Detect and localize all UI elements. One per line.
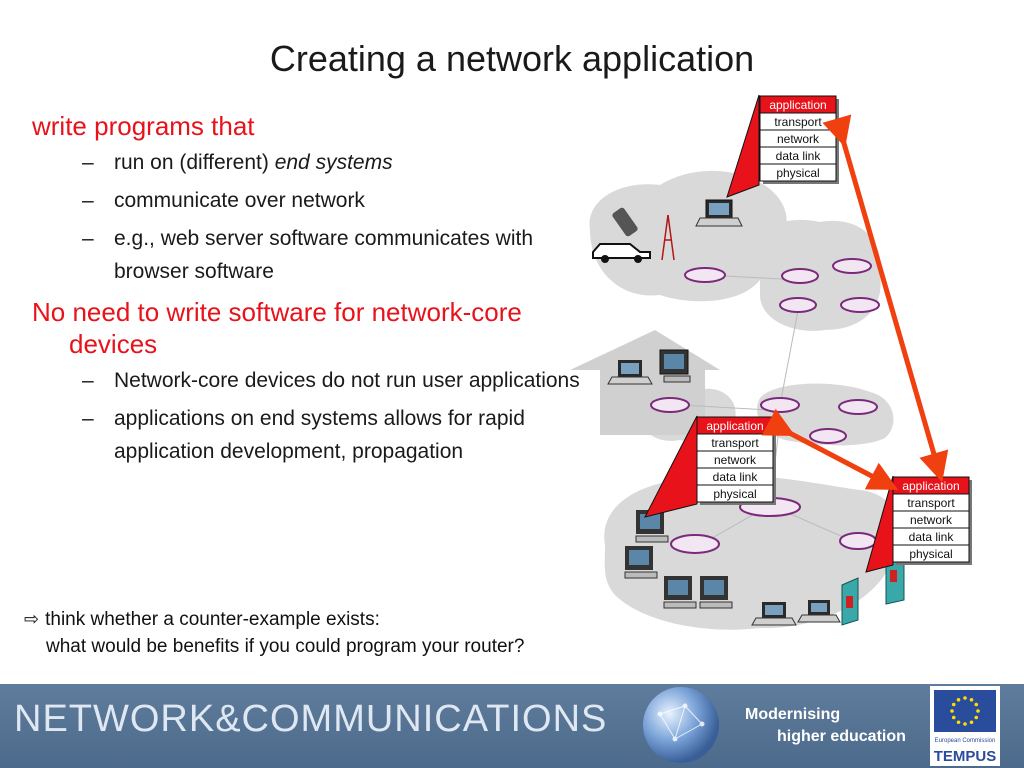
communication-arrow xyxy=(761,408,899,490)
stack-layer-label: transport xyxy=(711,436,759,450)
note-line-1: think whether a counter-example exists: xyxy=(45,609,380,630)
desktop-computer-icon xyxy=(635,510,669,543)
tagline-line-1: Modernising xyxy=(745,706,841,723)
stack-layer-label: data link xyxy=(909,530,955,544)
stack-layer-label: transport xyxy=(907,496,955,510)
eu-star xyxy=(951,715,956,720)
stack-layer-label: application xyxy=(706,419,763,433)
stack-layer-label: application xyxy=(902,479,959,493)
stack-layer-label: data link xyxy=(713,470,759,484)
dash-marker: – xyxy=(82,369,94,392)
cloud-isp-network xyxy=(758,219,881,331)
sub-bullet-rapid-dev: – applications on end systems allows for… xyxy=(32,402,592,468)
stack-layer-label: physical xyxy=(713,487,756,501)
stack-layer-label: network xyxy=(910,513,953,527)
stack-layer-label: transport xyxy=(774,115,822,129)
sub-bullet-web-server: – e.g., web server software communicates… xyxy=(32,222,592,288)
stack-layer-label: data link xyxy=(776,149,822,163)
desktop-computer-icon xyxy=(699,576,733,609)
eu-star xyxy=(963,696,967,700)
protocol-stack-right: application transport network data link phys… xyxy=(892,476,972,565)
end-systems-emphasis: end systems xyxy=(274,151,393,174)
sub-bullet-text: communicate over network xyxy=(114,189,365,212)
stack-layer-label: physical xyxy=(909,547,952,561)
eu-star xyxy=(969,720,974,725)
sub-bullet-communicate: – communicate over network xyxy=(32,184,592,217)
network-diagram: application transport network data link phys… xyxy=(570,94,972,630)
laptop-icon xyxy=(607,360,653,385)
cell-tower-icon xyxy=(661,214,675,261)
eu-star xyxy=(956,697,961,702)
cloud-mobile-network xyxy=(589,170,787,302)
bullet-list: write programs that – run on (different)… xyxy=(32,104,592,473)
eu-star xyxy=(963,722,967,726)
stack-layer-label: network xyxy=(714,453,757,467)
globe-icon xyxy=(643,687,719,763)
stack-layer-label: physical xyxy=(776,166,819,180)
laptop-icon xyxy=(751,602,797,626)
sub-bullet-text: run on (different) xyxy=(114,151,275,174)
sub-bullet-end-systems: – run on (different) end systems xyxy=(32,146,592,179)
note-line-2: what would be benefits if you could prog… xyxy=(46,636,525,657)
callout-wedge xyxy=(726,94,760,198)
dash-marker: – xyxy=(82,227,94,250)
eu-star xyxy=(951,702,956,707)
stack-layer-box xyxy=(696,484,774,503)
eu-flag xyxy=(934,690,996,732)
communication-arrow xyxy=(822,114,949,483)
desktop-computer-icon xyxy=(624,546,658,579)
sub-bullet-core-devices: – Network-core devices do not run user a… xyxy=(32,364,592,397)
eu-star xyxy=(956,720,961,725)
dash-marker: – xyxy=(82,407,94,430)
slide-title: Creating a network application xyxy=(269,38,755,79)
car-icon xyxy=(592,243,651,263)
eu-star xyxy=(976,709,980,713)
laptop-icon xyxy=(695,199,743,227)
desktop-computer-icon xyxy=(663,576,697,609)
bullet-write-programs: write programs that xyxy=(32,111,255,141)
sub-bullet-text: applications on end systems allows for r… xyxy=(114,407,525,463)
stack-layer-box xyxy=(892,544,970,563)
eu-stars-icon xyxy=(950,696,980,726)
server-icon xyxy=(841,577,859,626)
bullet-no-need: No need to write software for network-co… xyxy=(32,297,522,359)
cell-phone-icon xyxy=(612,207,638,237)
think-note: ⇨think whether a counter-example exists:… xyxy=(24,606,524,660)
laptop-icon xyxy=(797,600,841,623)
dash-marker: – xyxy=(82,189,94,212)
footer-tagline: Modernising higher education xyxy=(745,704,906,748)
footer-banner: NETWORK&COMMUNICATIONS Modernising highe… xyxy=(0,684,1024,768)
desktop-computer-icon xyxy=(659,349,691,383)
dash-marker: – xyxy=(82,151,94,174)
footer-title: NETWORK&COMMUNICATIONS xyxy=(14,698,608,740)
stack-layer-label: network xyxy=(777,132,820,146)
eu-star xyxy=(969,697,974,702)
eu-star xyxy=(974,702,979,707)
eu-star xyxy=(950,709,954,713)
protocol-stack-top: application transport network data link phys… xyxy=(759,95,839,184)
eu-star xyxy=(974,715,979,720)
protocol-stack-middle: application transport network data link phys… xyxy=(696,416,776,505)
arrow-right-icon: ⇨ xyxy=(24,609,40,629)
eu-commission-label: European Commission xyxy=(934,738,996,744)
tagline-line-2: higher education xyxy=(777,728,906,745)
sub-bullet-text: e.g., web server software communicates w… xyxy=(114,227,533,283)
tempus-label: TEMPUS xyxy=(933,748,997,765)
stack-layer-label: application xyxy=(769,98,826,112)
eu-tempus-logo: European Commission TEMPUS xyxy=(930,686,1000,766)
sub-bullet-text: Network-core devices do not run user app… xyxy=(114,369,580,392)
